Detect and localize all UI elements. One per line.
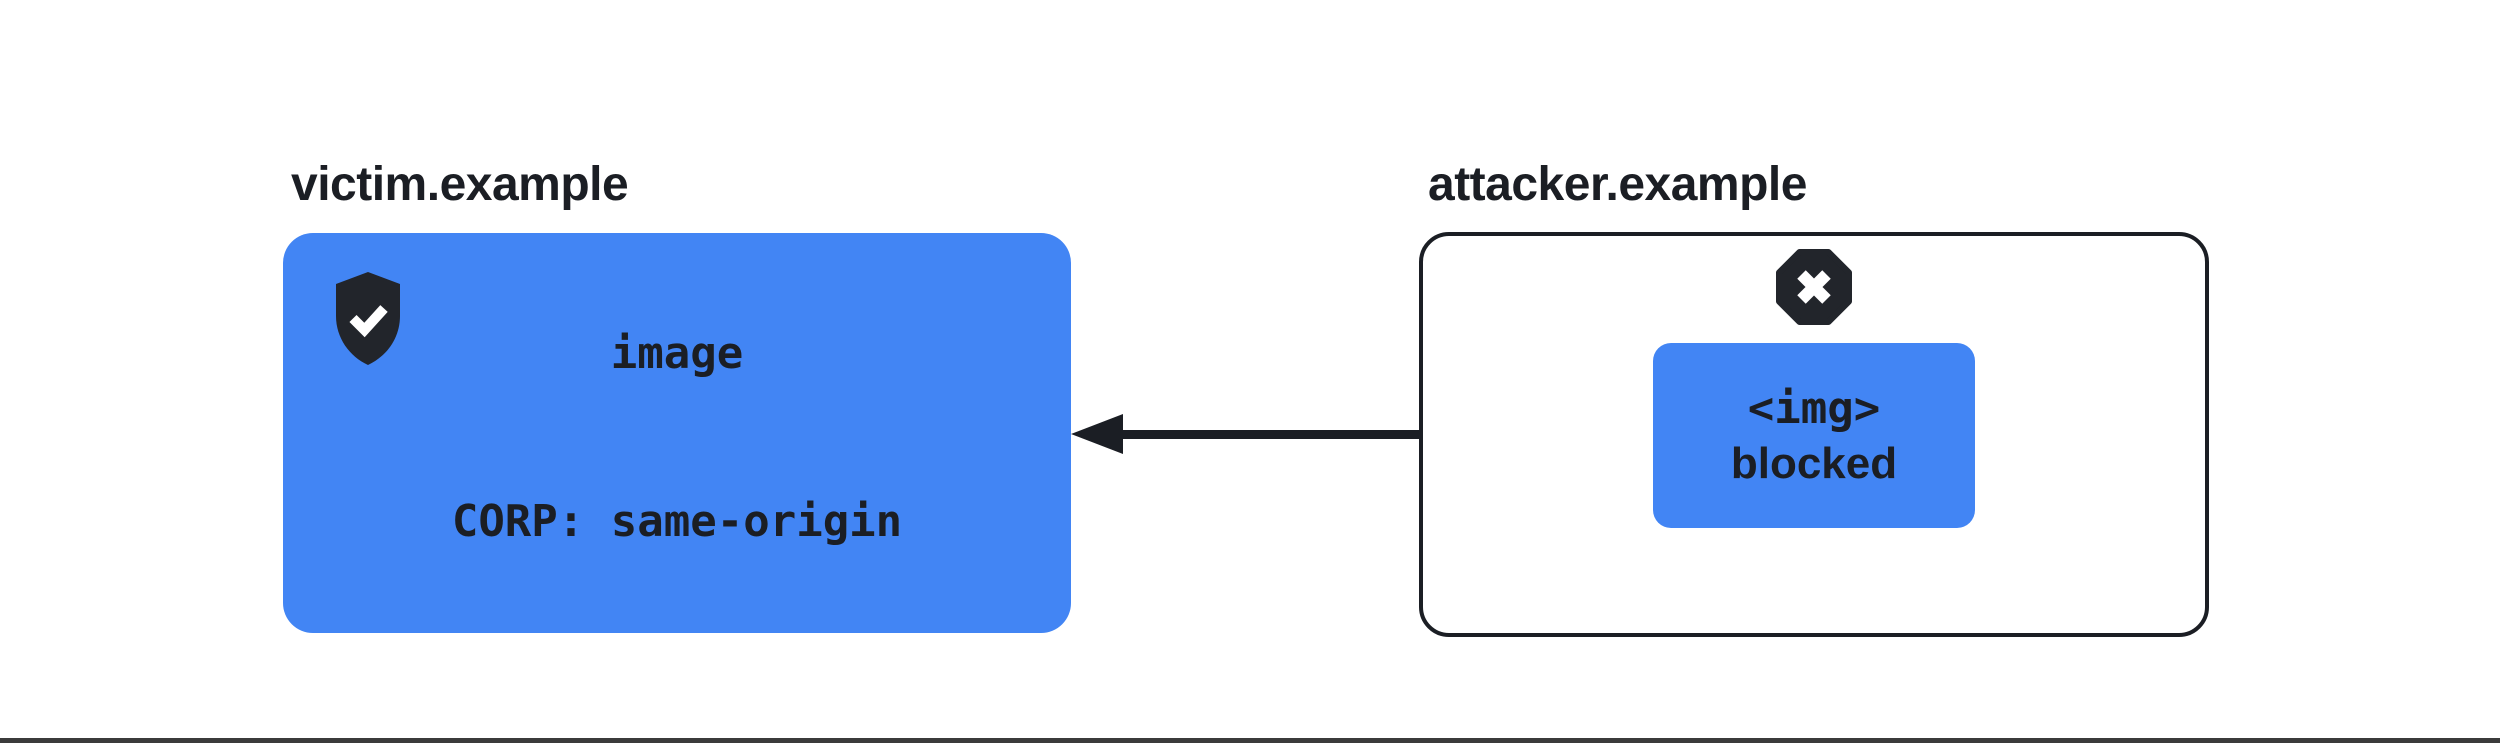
victim-resource-box: image CORP: same-origin <box>283 233 1071 633</box>
victim-domain-label: victim.example <box>291 158 629 211</box>
victim-resource-text: image CORP: same-origin <box>452 214 902 662</box>
blocked-text: blocked <box>1730 438 1898 488</box>
request-arrow-head <box>1071 414 1123 454</box>
corp-header-text: CORP: same-origin <box>451 496 903 547</box>
resource-type-text: image <box>610 328 744 379</box>
blocked-cross-octagon-icon <box>1775 248 1853 331</box>
bottom-divider <box>0 738 2500 743</box>
request-arrow-shaft <box>1119 430 1653 439</box>
attacker-domain-label: attacker.example <box>1428 158 1807 211</box>
img-tag-text: <img> <box>1747 382 1881 434</box>
blocked-img-box: <img> blocked <box>1653 343 1975 528</box>
attacker-page-box: <img> blocked <box>1419 232 2209 637</box>
shield-check-icon <box>330 270 406 372</box>
